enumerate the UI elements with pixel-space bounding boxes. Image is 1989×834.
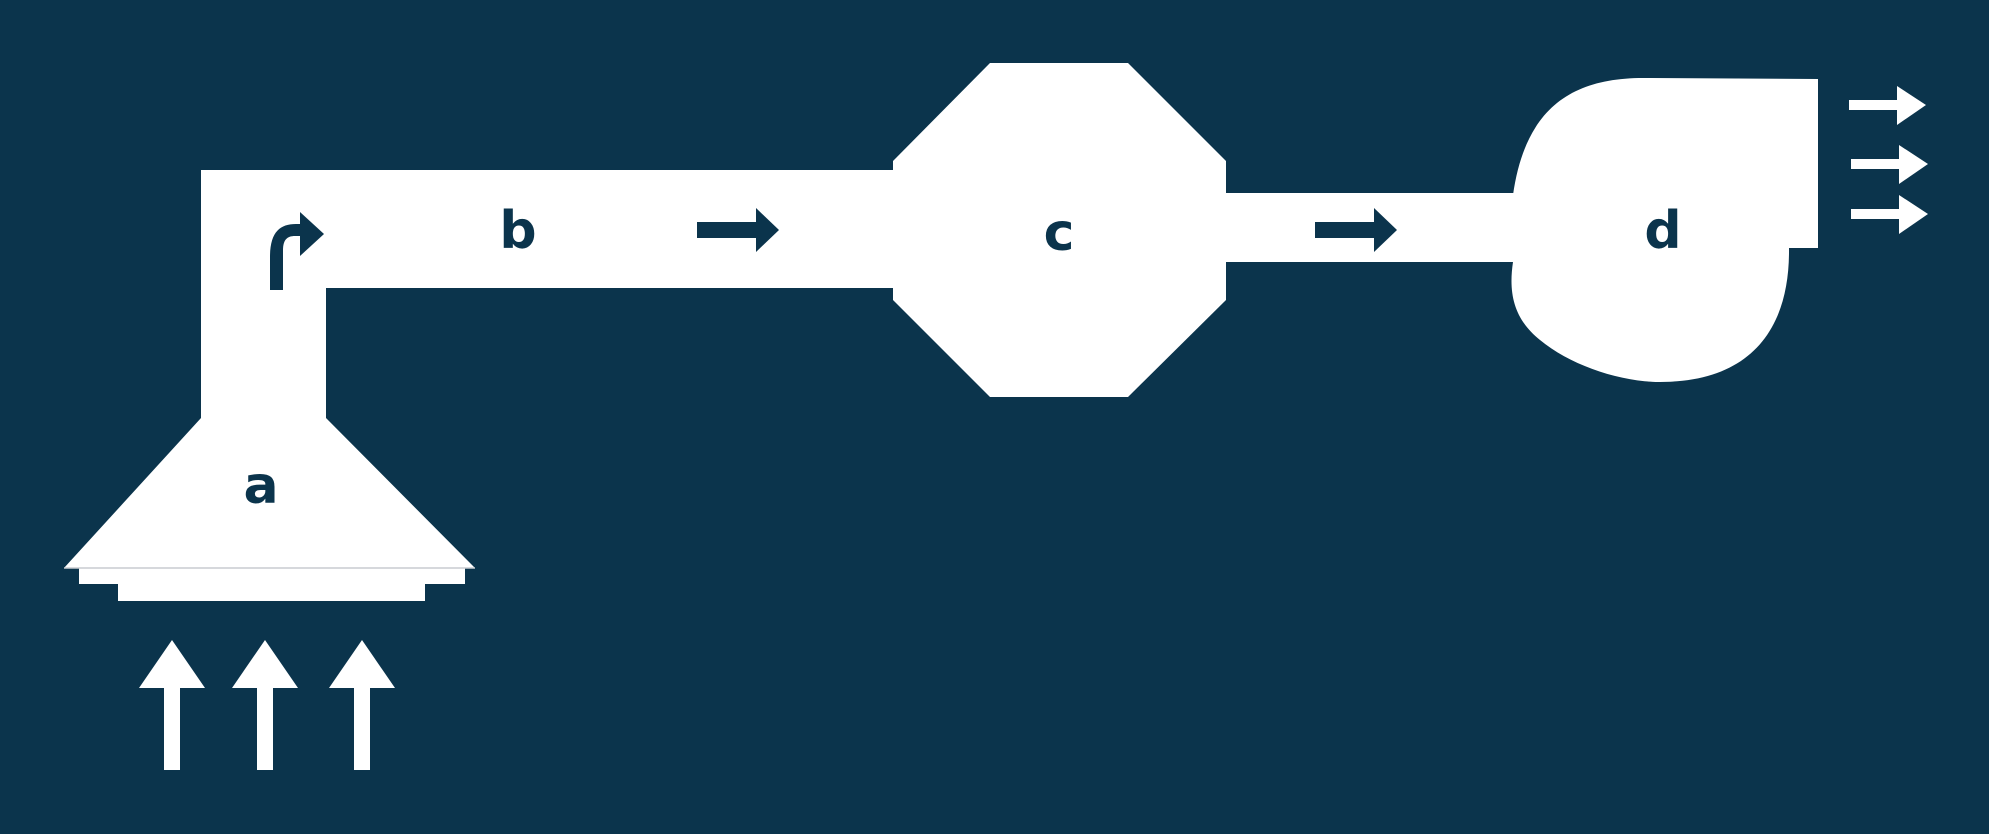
turn-right-arrow-icon: [270, 212, 324, 290]
flow-arrow-icon: [1315, 208, 1397, 252]
exhaust-arrow-icon: [1851, 195, 1928, 234]
hood-a: [64, 300, 475, 601]
exhaust-arrow-icon: [1849, 86, 1926, 125]
exhaust-arrow-icon: [1851, 145, 1928, 184]
flow-arrow-icon: [697, 208, 779, 252]
hood-lip: [118, 584, 425, 601]
hood-rim: [79, 568, 465, 584]
fan-d: [1511, 78, 1818, 382]
filter-c: [893, 63, 1226, 397]
label-a: a: [243, 456, 278, 516]
intake-arrow-icon: [329, 640, 395, 770]
label-b: b: [499, 201, 536, 261]
intake-arrow-icon: [139, 640, 205, 770]
label-d: d: [1644, 201, 1681, 261]
intake-arrow-icon: [232, 640, 298, 770]
label-c: c: [1044, 203, 1075, 263]
duct-b: [201, 170, 893, 305]
hood-body: [64, 300, 475, 568]
